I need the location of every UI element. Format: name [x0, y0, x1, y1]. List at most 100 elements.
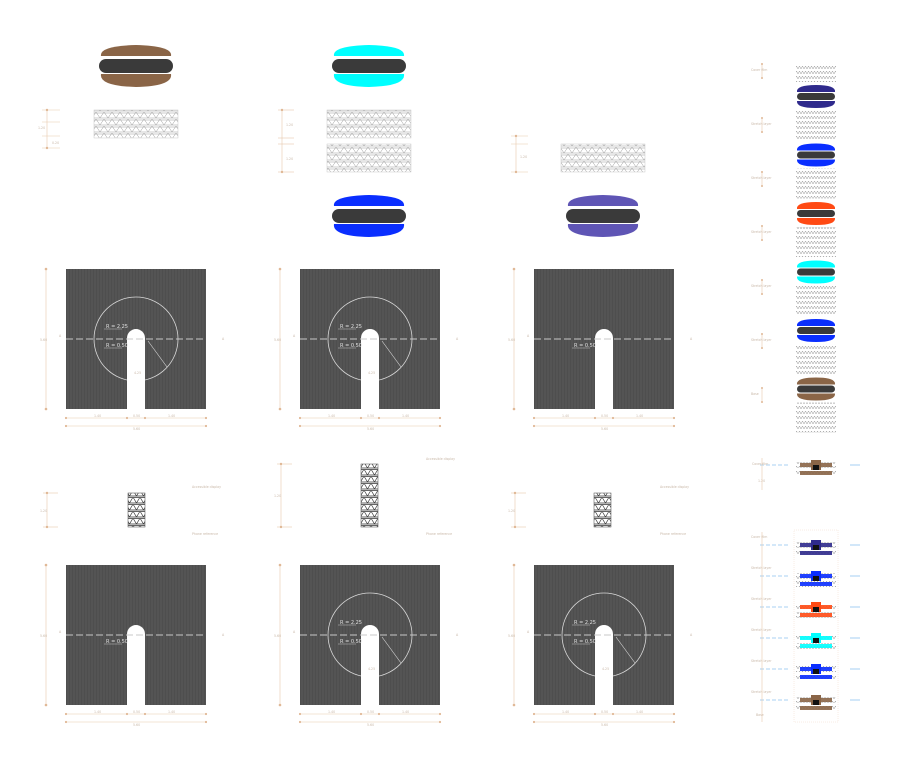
total-width-label: 5.60: [601, 427, 608, 431]
svg-text:1.20: 1.20: [38, 126, 45, 130]
section-label: Stretch layer: [751, 566, 772, 570]
section-brown: [760, 695, 860, 711]
height-dimension-label: 5.60: [274, 634, 281, 638]
lattice-strip-3: [560, 143, 646, 173]
column-dimension-2: 1.20: [274, 462, 292, 529]
macaron-brown: [99, 45, 173, 87]
strip-dimension-2: 1.20 1.20: [278, 108, 294, 174]
axis-letter-left: A: [527, 630, 530, 634]
axis-letter-left: A: [293, 630, 296, 634]
left-width-label: 1.40: [328, 710, 335, 714]
section-blue: [760, 571, 860, 587]
axis-letter-right: A: [222, 337, 225, 341]
phone-label-2: Phone reference: [426, 532, 452, 536]
layer-label: Stretch layer: [751, 176, 772, 180]
axis-letter-left: A: [59, 334, 62, 338]
lattice-strip-2a: [326, 109, 412, 139]
left-width-label: 1.40: [328, 414, 335, 418]
arc-label: 4.25: [368, 371, 375, 375]
layer-label: Stretch layer: [751, 122, 772, 126]
layer-label: Stretch layer: [751, 338, 772, 342]
radius-leader: [615, 636, 636, 664]
section-dimension: 1.20: [758, 479, 765, 483]
lattice-column-3: [593, 492, 612, 528]
svg-text:1.20: 1.20: [520, 155, 527, 159]
right-width-label: 1.40: [636, 414, 643, 418]
strip-dimension-1: 1.20 0.20: [38, 108, 60, 150]
section-orange: [760, 602, 860, 618]
outer-radius-label: R = 2.25: [106, 324, 128, 330]
height-dimension-label: 5.60: [508, 338, 515, 342]
stack-lattice: [796, 110, 836, 140]
section-label: Cover film: [751, 535, 767, 539]
height-dimension-label: 5.60: [40, 634, 47, 638]
phone-label-1: Phone reference: [192, 532, 218, 536]
slot-cutout: [361, 625, 379, 705]
left-width-label: 1.40: [94, 710, 101, 714]
total-width-label: 5.60: [133, 427, 140, 431]
slot-cutout: [361, 329, 379, 409]
slot-width-label: 0.50: [367, 710, 374, 714]
right-width-label: 1.40: [636, 710, 643, 714]
lattice-strip-1: [93, 109, 179, 139]
inner-radius-label: R = 0.50: [574, 343, 596, 349]
total-width-label: 5.60: [367, 723, 374, 727]
left-width-label: 1.40: [94, 414, 101, 418]
layer-label: Cover film: [751, 68, 767, 72]
arc-label: 4.25: [134, 371, 141, 375]
section-label: Cover film: [752, 462, 768, 466]
section-cyan: [760, 633, 860, 649]
slot-width-label: 0.50: [367, 414, 374, 418]
stack-macaron-brown: [796, 377, 836, 401]
arc-label: 4.25: [602, 667, 609, 671]
column-dimension-3: 1.20: [508, 491, 526, 529]
axis-letter-right: A: [222, 633, 225, 637]
stack-macaron-orange: [796, 202, 836, 225]
axis-letter-left: A: [293, 334, 296, 338]
section-blue: [760, 664, 860, 680]
macaron-cyan: [332, 45, 406, 87]
slot-cutout: [595, 329, 613, 409]
slot-width-label: 0.50: [133, 414, 140, 418]
section-brown: [760, 460, 860, 476]
stack-macaron-blue: [796, 319, 836, 342]
inner-radius-label: R = 0.50: [574, 639, 596, 645]
stack-macaron-blue: [796, 143, 836, 167]
lattice-strip-2b: [326, 143, 412, 173]
accessible-label-3: Accessible display: [660, 485, 689, 489]
stack-lattice: [796, 402, 836, 433]
svg-text:1.20: 1.20: [286, 157, 293, 161]
svg-text:1.20: 1.20: [274, 494, 281, 498]
macaron-purple: [566, 195, 640, 237]
accessible-label-2: Accessible display: [426, 457, 455, 461]
slot-width-label: 0.50: [133, 710, 140, 714]
slot-cutout: [127, 329, 145, 409]
stack-lattice: [796, 344, 836, 374]
left-width-label: 1.40: [562, 414, 569, 418]
radius-leader: [147, 340, 168, 368]
axis-letter-right: A: [690, 633, 693, 637]
inner-radius-label: R = 0.50: [340, 343, 362, 349]
total-width-label: 5.60: [601, 723, 608, 727]
radius-leader: [381, 636, 402, 664]
inner-radius-label: R = 0.50: [106, 639, 128, 645]
axis-letter-left: A: [59, 630, 62, 634]
stack-lattice: [796, 285, 836, 316]
left-width-label: 1.40: [562, 710, 569, 714]
stack-macaron-cyan: [796, 260, 836, 284]
outer-radius-label: R = 2.25: [340, 324, 362, 330]
slot-width-label: 0.50: [601, 710, 608, 714]
svg-text:1.20: 1.20: [40, 509, 47, 513]
slot-cutout: [127, 625, 145, 705]
right-width-label: 1.40: [402, 710, 409, 714]
stack-lattice: [796, 168, 836, 199]
total-width-label: 5.60: [133, 723, 140, 727]
svg-text:0.20: 0.20: [52, 141, 59, 145]
axis-letter-right: A: [456, 633, 459, 637]
cover-lattice: [796, 66, 836, 82]
